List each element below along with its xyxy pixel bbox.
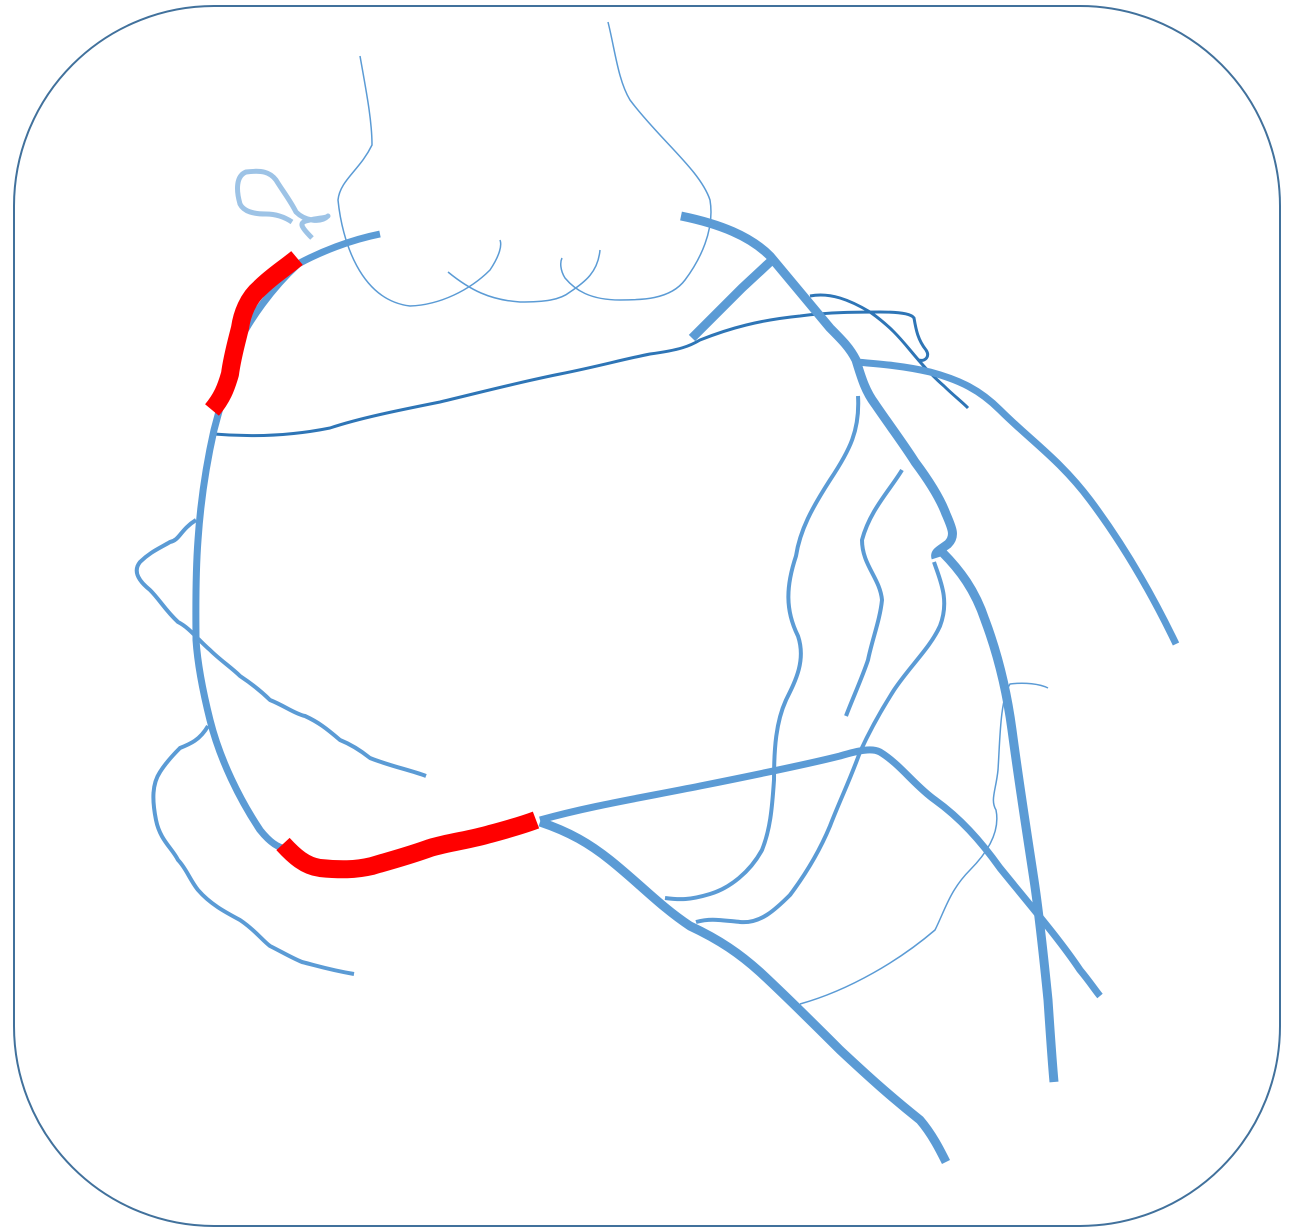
diagram-frame <box>14 6 1280 1226</box>
